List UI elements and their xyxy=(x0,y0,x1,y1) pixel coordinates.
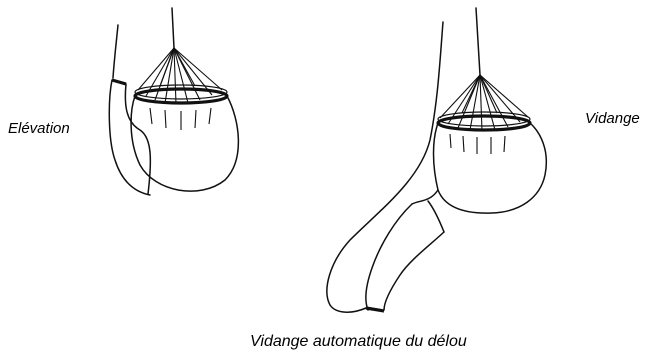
left-spout-cuff xyxy=(112,80,126,84)
left-bucket-figure xyxy=(109,8,238,195)
left-rim xyxy=(135,89,227,103)
left-spout-line xyxy=(113,25,118,78)
diagram-caption: Vidange automatique du délou xyxy=(250,333,467,351)
right-bucket-ribs xyxy=(450,134,505,154)
left-bucket-ribs xyxy=(150,108,211,130)
right-figure-label: Vidange xyxy=(585,110,640,127)
right-spout-cuff xyxy=(366,308,384,311)
left-figure-label: Elévation xyxy=(8,120,70,137)
left-cable xyxy=(172,8,174,48)
right-spout-neck xyxy=(412,190,438,204)
left-bucket-body xyxy=(131,96,238,191)
right-cable xyxy=(476,8,480,75)
left-suspension-ropes xyxy=(138,48,222,104)
right-spout-line xyxy=(327,22,443,312)
right-rim xyxy=(438,116,530,130)
right-bucket-figure xyxy=(327,8,546,312)
right-suspension-ropes xyxy=(440,75,528,131)
left-spout xyxy=(109,80,150,195)
